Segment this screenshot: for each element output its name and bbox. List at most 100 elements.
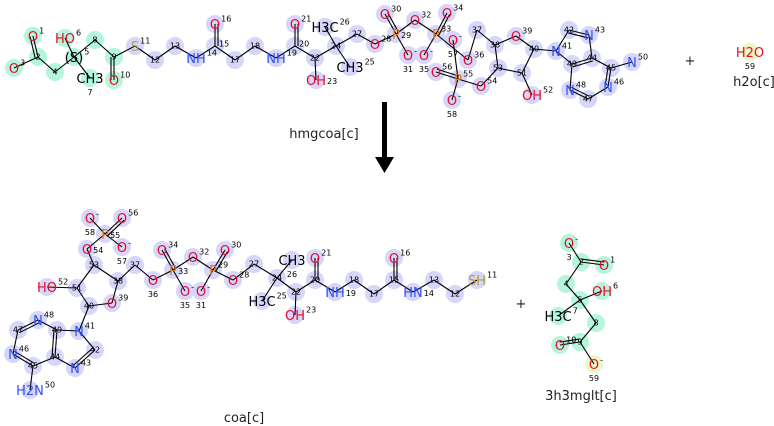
atom-45: 45	[606, 64, 616, 73]
bond	[314, 45, 337, 59]
bond	[88, 302, 113, 307]
charge-sign: -	[575, 235, 578, 244]
compound-name-3h3mglt: 3h3mglt[c]	[545, 389, 617, 404]
atom-number: 48	[576, 81, 586, 90]
bond	[254, 45, 277, 59]
atom-label: O	[188, 251, 198, 266]
bond	[607, 67, 612, 88]
atom-17: 17	[369, 290, 379, 299]
double-bond	[559, 338, 580, 343]
atom-label: CH3	[76, 72, 103, 87]
atom-number: 36	[474, 51, 484, 60]
atom-40: 40	[529, 45, 539, 54]
atom-number: 34	[168, 241, 178, 250]
atom-number: 47	[13, 326, 23, 335]
atom-number: 30	[231, 241, 241, 250]
atom-number: 40	[84, 302, 94, 311]
atom-label: O	[447, 94, 457, 109]
atom-number: 38	[113, 277, 123, 286]
bond	[395, 19, 416, 35]
atom-number: 5	[84, 48, 89, 57]
bond	[54, 356, 76, 369]
atom-number: 11	[140, 37, 150, 46]
atom-number: 29	[401, 31, 411, 40]
bond	[261, 277, 278, 302]
atom-number: 2	[578, 258, 583, 267]
atom-31: O-31	[403, 47, 417, 75]
atom-label: O	[442, 7, 452, 22]
atom-number: 16	[221, 15, 231, 24]
atom-number: 23	[306, 306, 316, 315]
atom-label: O	[9, 62, 19, 77]
bond	[276, 259, 293, 279]
charge-sign: -	[191, 283, 194, 292]
atom-number: 41	[562, 42, 572, 51]
atom-label: O	[419, 49, 429, 64]
bond	[494, 44, 499, 69]
atom-label: O	[157, 244, 167, 259]
bond	[580, 261, 605, 266]
bond	[588, 34, 593, 59]
double-bond	[14, 350, 35, 364]
atom-label: N	[565, 84, 575, 99]
atom-4: 4	[52, 68, 57, 77]
double-bond	[436, 68, 460, 77]
charge-sign: -	[207, 283, 210, 292]
bond	[172, 269, 186, 292]
atom-label: O	[117, 212, 127, 227]
bond	[86, 248, 95, 266]
bond	[533, 48, 557, 52]
atom-number: 5	[577, 296, 582, 305]
atom-label: O	[403, 49, 413, 64]
atom-label: H2N	[16, 384, 44, 399]
atom-9: 9	[111, 53, 116, 62]
atom-number: 26	[287, 270, 297, 279]
atom-31: O-31	[196, 283, 210, 311]
bond	[56, 329, 80, 332]
bond	[451, 78, 459, 101]
atom-number: 33	[441, 25, 451, 34]
atom-number: 43	[595, 26, 605, 35]
bond	[569, 63, 573, 91]
atom-22: 22	[310, 54, 320, 63]
atom-47: 47	[583, 95, 593, 104]
atom-label: O	[117, 241, 127, 256]
atom-number: 8	[593, 319, 598, 328]
atom-59: O-59	[589, 356, 603, 384]
bond	[555, 50, 573, 65]
atom-18: 18	[349, 276, 359, 285]
atom-9: 9	[577, 338, 582, 347]
atom-number: 49	[567, 60, 577, 69]
atom-label: P	[169, 264, 177, 279]
atom-label: N	[551, 45, 561, 60]
atom-number: 58	[447, 110, 457, 119]
bond	[559, 341, 581, 346]
atom-40: 40	[84, 302, 94, 311]
bond	[94, 39, 115, 58]
bond	[172, 256, 194, 271]
atom-number: 13	[429, 276, 439, 285]
atom-number: 46	[614, 78, 624, 87]
